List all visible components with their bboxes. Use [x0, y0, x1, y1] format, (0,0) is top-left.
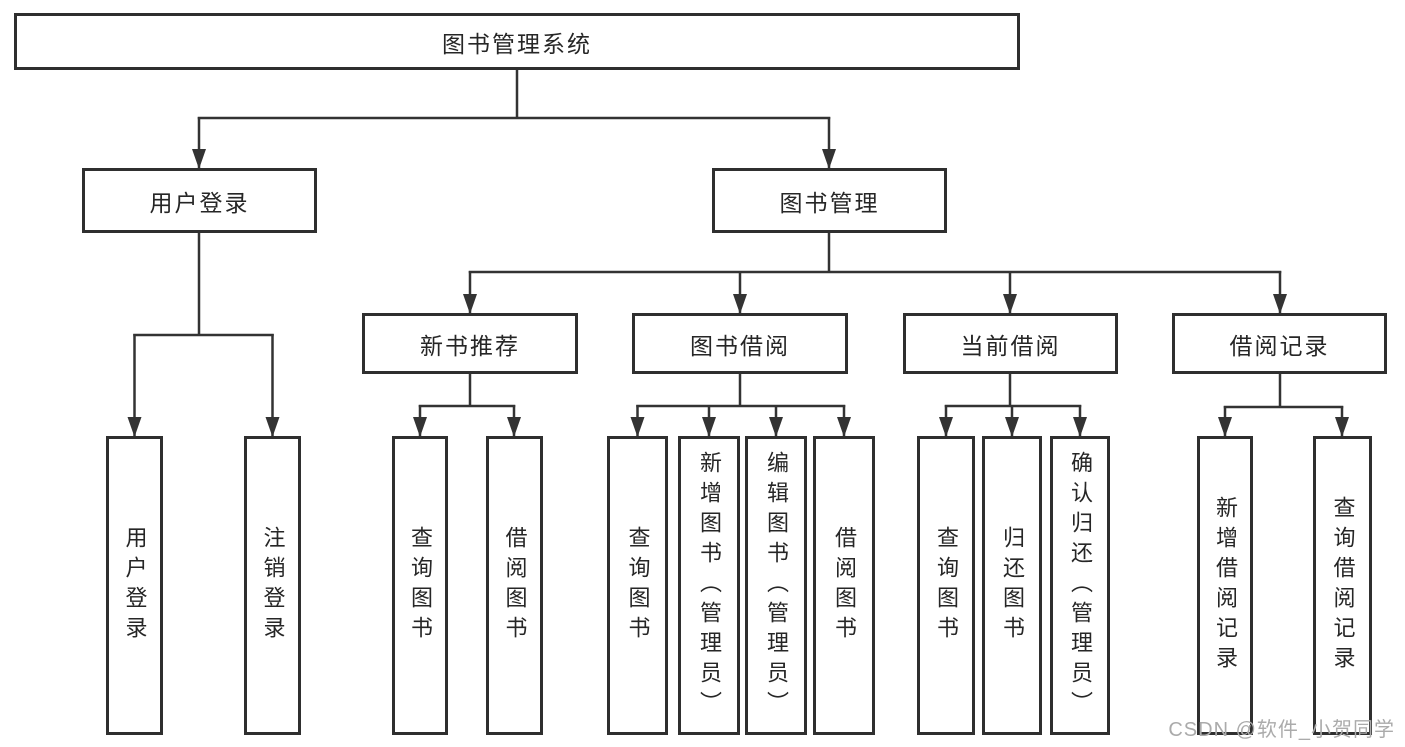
leaf-query-borrow-record: 查询借阅记录: [1313, 436, 1372, 735]
leaf-query-book-nb: 查询图书: [392, 436, 448, 735]
node-borrowing-record: 借阅记录: [1172, 313, 1387, 374]
leaf-confirm-return-admin: 确认归还（管理员）: [1050, 436, 1110, 735]
node-new-book-recommend-label: 新书推荐: [420, 332, 520, 359]
leaf-user-login-label: 用户登录: [122, 525, 148, 646]
leaf-logout-label: 注销登录: [260, 525, 286, 646]
leaf-query-book-cb-label: 查询图书: [934, 525, 959, 646]
leaf-add-book-admin-label: 新增图书（管理员）: [697, 450, 722, 721]
node-new-book-recommend: 新书推荐: [362, 313, 578, 374]
csdn-watermark: CSDN @软件_小贺同学: [1168, 719, 1395, 741]
node-book-management: 图书管理: [712, 168, 947, 233]
leaf-logout: 注销登录: [244, 436, 301, 735]
node-current-borrowing: 当前借阅: [903, 313, 1118, 374]
leaf-return-book-label: 归还图书: [1000, 525, 1025, 646]
leaf-borrow-book-nb-label: 借阅图书: [502, 525, 528, 646]
leaf-return-book: 归还图书: [982, 436, 1042, 735]
leaf-confirm-return-admin-label: 确认归还（管理员）: [1068, 450, 1093, 721]
leaf-query-book-cb: 查询图书: [917, 436, 975, 735]
node-book-borrowing-label: 图书借阅: [690, 332, 790, 359]
node-user-login-label: 用户登录: [149, 189, 250, 216]
node-book-borrowing: 图书借阅: [632, 313, 848, 374]
node-root-system: 图书管理系统: [14, 13, 1020, 70]
node-user-login: 用户登录: [82, 168, 317, 233]
node-root-label: 图书管理系统: [442, 30, 592, 57]
leaf-query-book-nb-label: 查询图书: [408, 525, 433, 646]
leaf-add-borrow-record: 新增借阅记录: [1197, 436, 1253, 735]
leaf-query-book-bb-label: 查询图书: [625, 525, 651, 646]
leaf-borrow-book-nb: 借阅图书: [486, 436, 543, 735]
leaf-edit-book-admin: 编辑图书（管理员）: [745, 436, 807, 735]
leaf-add-borrow-record-label: 新增借阅记录: [1213, 495, 1238, 676]
leaf-query-borrow-record-label: 查询借阅记录: [1330, 495, 1356, 676]
node-current-borrowing-label: 当前借阅: [960, 332, 1061, 359]
leaf-add-book-admin: 新增图书（管理员）: [678, 436, 740, 735]
node-borrowing-record-label: 借阅记录: [1229, 332, 1330, 359]
leaf-edit-book-admin-label: 编辑图书（管理员）: [764, 450, 789, 721]
leaf-borrow-book-bb: 借阅图书: [813, 436, 875, 735]
node-book-management-label: 图书管理: [779, 189, 880, 216]
leaf-user-login: 用户登录: [106, 436, 163, 735]
leaf-query-book-bb: 查询图书: [607, 436, 668, 735]
leaf-borrow-book-bb-label: 借阅图书: [832, 525, 857, 646]
